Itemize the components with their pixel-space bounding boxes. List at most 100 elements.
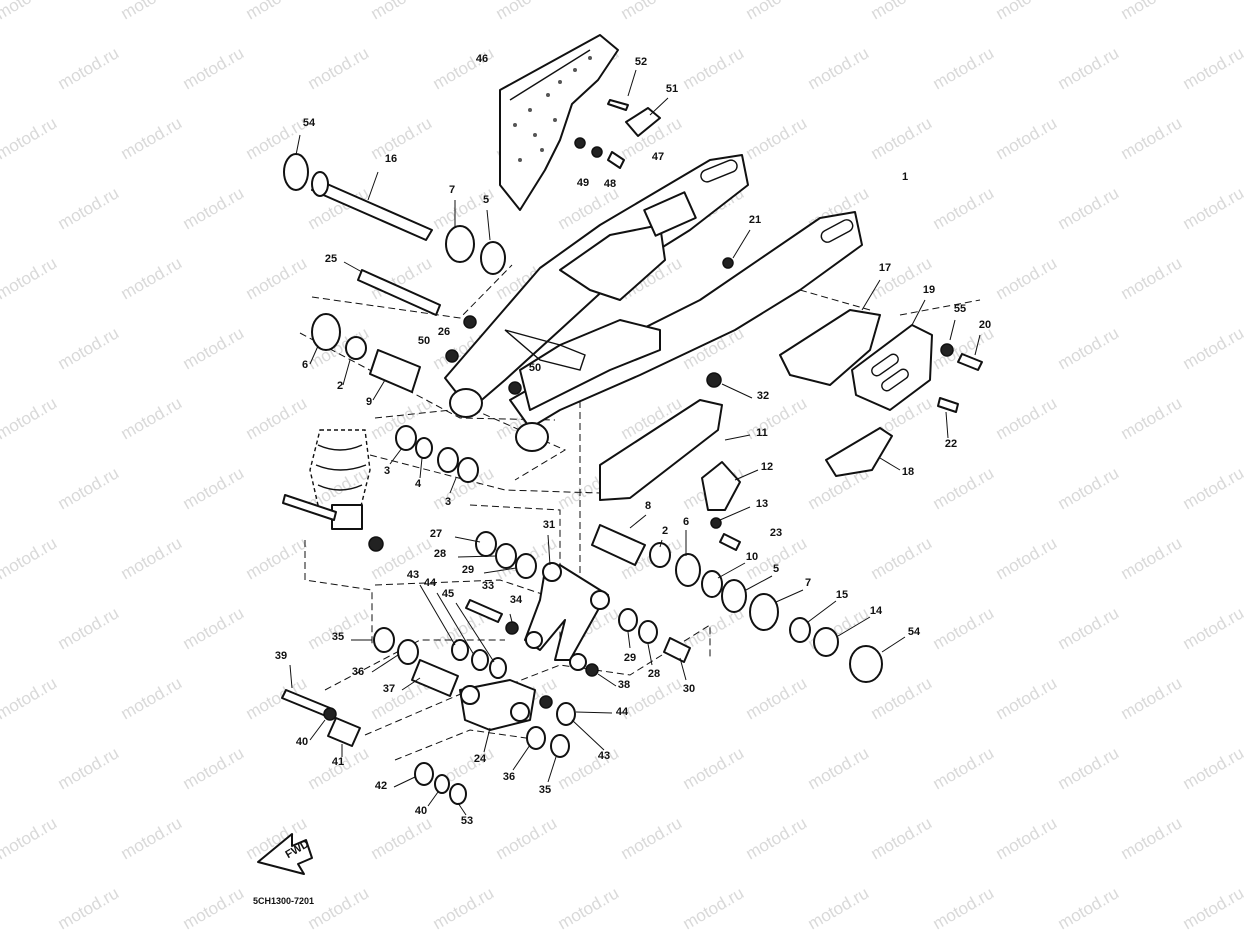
watermark-text: motod.ru	[930, 183, 998, 233]
callout-5: 5	[773, 563, 779, 575]
callout-35: 35	[332, 631, 344, 643]
watermark-text: motod.ru	[930, 743, 998, 793]
callout-41: 41	[332, 756, 344, 768]
chain-guide	[599, 372, 759, 551]
watermark-text: motod.ru	[118, 113, 186, 163]
watermark-text: motod.ru	[305, 743, 373, 793]
watermark-text: motod.ru	[555, 883, 623, 933]
callout-15: 15	[836, 589, 848, 601]
watermark-text: motod.ru	[243, 0, 311, 23]
watermark-text: motod.ru	[180, 603, 248, 653]
callout-54: 54	[303, 117, 316, 129]
watermark-text: motod.ru	[118, 533, 186, 583]
watermark-text: motod.ru	[180, 43, 248, 93]
connecting-rod	[281, 584, 613, 816]
callout-43: 43	[598, 750, 610, 762]
watermark-text: motod.ru	[1055, 603, 1123, 653]
watermark-text: motod.ru	[368, 0, 436, 23]
watermark-text: motod.ru	[743, 813, 811, 863]
watermark-text: motod.ru	[1118, 0, 1186, 23]
watermark-text: motod.ru	[993, 673, 1061, 723]
watermark-text: motod.ru	[868, 0, 936, 23]
watermark-text: motod.ru	[743, 393, 811, 443]
watermark-text: motod.ru	[1055, 743, 1123, 793]
watermark-text: motod.ru	[0, 533, 60, 583]
callout-16: 16	[385, 153, 397, 165]
watermark-text: motod.ru	[1118, 813, 1186, 863]
watermark-text: motod.ru	[55, 183, 123, 233]
watermark-text: motod.ru	[118, 253, 186, 303]
callout-36: 36	[352, 666, 364, 678]
callout-30: 30	[683, 683, 695, 695]
upper-bearings	[309, 200, 522, 401]
callout-20: 20	[979, 319, 991, 331]
watermark-text: motod.ru	[868, 813, 936, 863]
callout-14: 14	[870, 605, 883, 617]
watermark-text: motod.ru	[1180, 323, 1246, 373]
watermark-text: motod.ru	[55, 883, 123, 933]
watermark-text: motod.ru	[305, 883, 373, 933]
callout-9: 9	[366, 396, 372, 408]
callout-51: 51	[666, 83, 678, 95]
callout-7: 7	[805, 577, 811, 589]
watermark-text: motod.ru	[180, 323, 248, 373]
callout-21: 21	[749, 214, 761, 226]
pivot-shaft	[283, 134, 433, 241]
watermark-text: motod.ru	[1055, 183, 1123, 233]
watermark-text: motod.ru	[0, 113, 60, 163]
watermark-text: motod.ru	[930, 883, 998, 933]
watermark-text: motod.ru	[55, 463, 123, 513]
watermark-text: motod.ru	[118, 0, 186, 23]
callout-28: 28	[434, 548, 446, 560]
callout-47: 47	[652, 151, 664, 163]
watermark-text: motod.ru	[118, 813, 186, 863]
callout-43: 43	[407, 569, 419, 581]
callout-32: 32	[757, 390, 769, 402]
watermark-text: motod.ru	[993, 113, 1061, 163]
watermark-text: motod.ru	[930, 43, 998, 93]
callout-4: 4	[415, 478, 422, 490]
callout-18: 18	[902, 466, 914, 478]
watermark-text: motod.ru	[1180, 183, 1246, 233]
callout-46: 46	[476, 53, 488, 65]
watermark-text: motod.ru	[1243, 113, 1246, 163]
callout-22: 22	[945, 438, 957, 450]
watermark-text: motod.ru	[680, 43, 748, 93]
callout-26: 26	[438, 326, 450, 338]
watermark-text: motod.ru	[180, 463, 248, 513]
callout-10: 10	[746, 551, 758, 563]
watermark-text: motod.ru	[1180, 883, 1246, 933]
watermark-text: motod.ru	[430, 43, 498, 93]
callout-labels: 1223345566778910111213141516171819202122…	[275, 53, 991, 827]
callout-12: 12	[761, 461, 773, 473]
callout-44: 44	[424, 577, 437, 589]
watermark-text: motod.ru	[55, 43, 123, 93]
watermark-text: motod.ru	[868, 673, 936, 723]
callout-19: 19	[923, 284, 935, 296]
watermark-text: motod.ru	[305, 43, 373, 93]
callout-24: 24	[474, 753, 487, 765]
callout-7: 7	[449, 184, 455, 196]
watermark-text: motod.ru	[55, 603, 123, 653]
shock-absorber	[282, 429, 384, 552]
watermark-text: motod.ru	[0, 393, 60, 443]
watermark-text: motod.ru	[1180, 603, 1246, 653]
callout-6: 6	[302, 359, 308, 371]
callout-25: 25	[325, 253, 337, 265]
watermark-text: motod.ru	[368, 813, 436, 863]
watermark-text: motod.ru	[930, 603, 998, 653]
watermark-text: motod.ru	[743, 673, 811, 723]
watermark-text: motod.ru	[1118, 673, 1186, 723]
callout-27: 27	[430, 528, 442, 540]
callout-28: 28	[648, 668, 660, 680]
watermark-text: motod.ru	[805, 883, 873, 933]
callout-44: 44	[616, 706, 629, 718]
forward-arrow: FWD	[257, 833, 313, 875]
watermark-text: motod.ru	[305, 603, 373, 653]
callout-2: 2	[662, 525, 668, 537]
callout-50: 50	[418, 335, 430, 347]
callout-33: 33	[482, 580, 494, 592]
watermark-text: motod.ru	[805, 743, 873, 793]
watermark-text: motod.ru	[0, 0, 60, 23]
